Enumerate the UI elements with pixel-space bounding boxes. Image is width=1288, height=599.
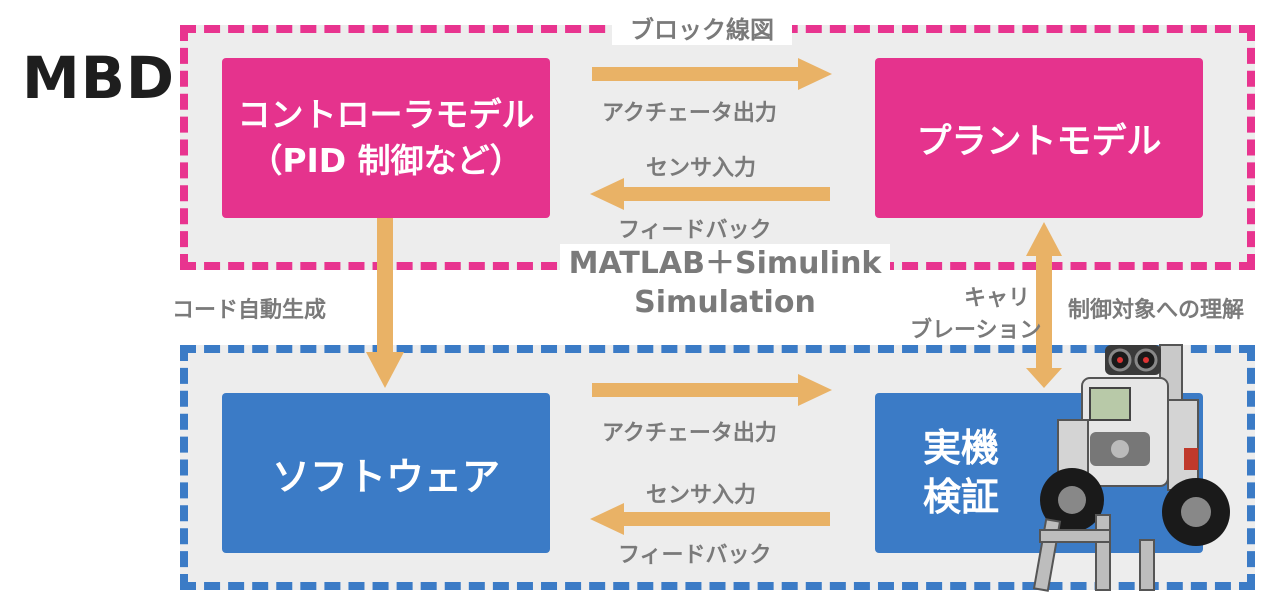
plant-model-block: プラントモデル	[875, 58, 1203, 218]
calibration-label: キャリ ブレーション	[910, 283, 1042, 347]
bottom-feedback-label: フィードバック	[618, 543, 772, 568]
top-feedback-arrow	[590, 178, 830, 210]
top-feedback-label: フィードバック	[618, 218, 772, 243]
plant-model-label: プラントモデル	[916, 121, 1162, 162]
top-sensor-input-label: センサ入力	[646, 156, 757, 181]
software-label: ソフトウェア	[271, 454, 500, 499]
top-actuator-arrow	[592, 58, 832, 90]
bottom-sensor-input-label: センサ入力	[646, 483, 757, 508]
tool-label: MATLAB＋Simulink Simulation	[560, 244, 890, 322]
tool-label-line1: MATLAB＋Simulink	[560, 244, 890, 283]
bottom-actuator-arrow	[592, 374, 832, 406]
robot-icon	[1032, 344, 1230, 592]
mbd-title: MBD	[22, 44, 176, 112]
bottom-actuator-output-label: アクチェータ出力	[602, 421, 777, 446]
tool-label-line2: Simulation	[634, 285, 816, 320]
calibration-line1: キャリ	[963, 286, 1030, 311]
controller-model-line1: コントローラモデル	[237, 94, 535, 134]
controller-model-block: コントローラモデル （PID 制御など）	[222, 58, 550, 218]
hardware-test-line1: 実機	[923, 425, 1000, 470]
calibration-arrow	[1026, 222, 1062, 388]
calibration-line2: ブレーション	[910, 317, 1042, 343]
controller-model-line2: （PID 制御など）	[249, 141, 523, 180]
codegen-arrow	[366, 218, 404, 388]
bottom-feedback-arrow	[590, 503, 830, 535]
software-block: ソフトウェア	[222, 393, 550, 553]
top-actuator-output-label: アクチェータ出力	[602, 101, 777, 126]
control-target-understanding-label: 制御対象への理解	[1068, 298, 1245, 323]
hardware-test-line2: 検証	[923, 475, 1000, 519]
code-generation-label: コード自動生成	[172, 298, 327, 323]
block-diagram-label: ブロック線図	[612, 10, 792, 45]
